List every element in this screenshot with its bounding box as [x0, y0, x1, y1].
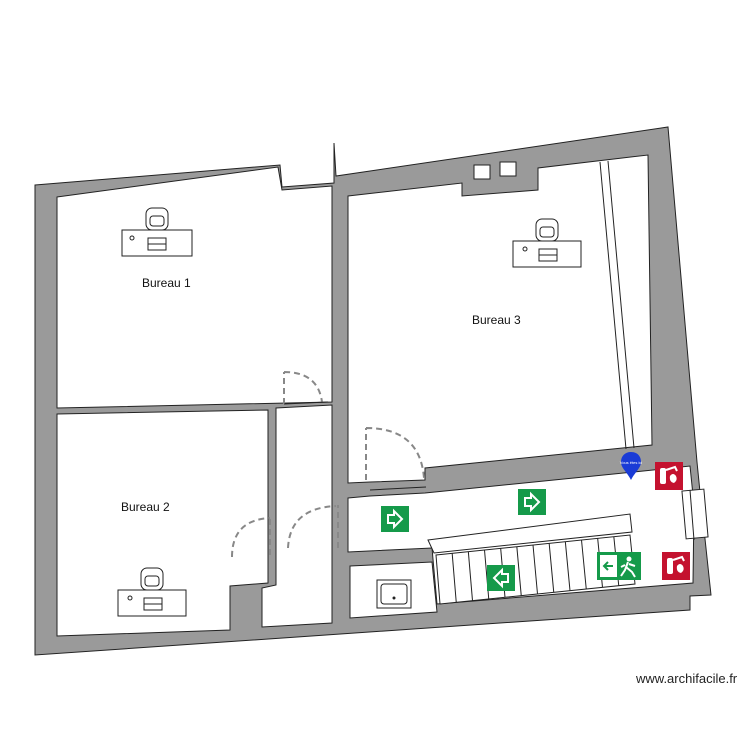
room-label-bureau-1: Bureau 1 — [142, 276, 191, 290]
doors — [231, 371, 427, 558]
east-window-pane — [689, 489, 695, 541]
stair-step — [451, 553, 457, 603]
you-are-here-text: Vous êtes ici — [620, 460, 643, 465]
east-window — [681, 488, 709, 540]
you-are-here-marker-icon: Vous êtes ici — [620, 452, 643, 480]
room-label-bureau-2: Bureau 2 — [121, 500, 170, 514]
door-bureau-2 — [231, 517, 271, 558]
watermark: www.archifacile.fr — [636, 671, 738, 686]
emergency-exit-arrow-icon — [487, 565, 515, 591]
stair-step — [467, 551, 473, 601]
stair-step — [516, 546, 522, 596]
emergency-exit-person-icon — [597, 552, 641, 580]
desk-with-chair-icon — [121, 207, 193, 257]
stair-step — [548, 543, 555, 593]
stair-landing — [427, 513, 633, 554]
sink-icon — [376, 579, 412, 609]
bureau-2-floor — [56, 409, 269, 637]
emergency-exit-arrow-icon — [381, 506, 409, 532]
stair-step — [564, 541, 571, 591]
room-label-bureau-3: Bureau 3 — [472, 313, 521, 327]
desk-with-chair-icon — [117, 567, 187, 617]
door-bureau-1 — [283, 371, 323, 404]
niche-box-1 — [473, 164, 491, 180]
niche-box-2 — [499, 161, 517, 177]
stair-step — [581, 539, 587, 590]
bureau-3-floor — [347, 154, 653, 484]
fire-extinguisher-sign-icon — [662, 552, 690, 580]
door-bureau-3 — [365, 427, 425, 480]
bureau-3-partition-b — [607, 160, 635, 449]
emergency-exit-arrow-icon — [518, 489, 546, 515]
desk-with-chair-icon — [512, 218, 582, 268]
door-corridor-east — [287, 505, 339, 549]
stair-step — [532, 544, 538, 595]
bureau-3-partition-a — [599, 161, 627, 450]
bureau-1-floor — [56, 166, 333, 409]
door-threshold-2 — [369, 486, 427, 491]
fire-extinguisher-sign-icon — [655, 462, 683, 490]
corridor-west-floor — [261, 404, 333, 628]
door-threshold-1 — [283, 401, 329, 405]
